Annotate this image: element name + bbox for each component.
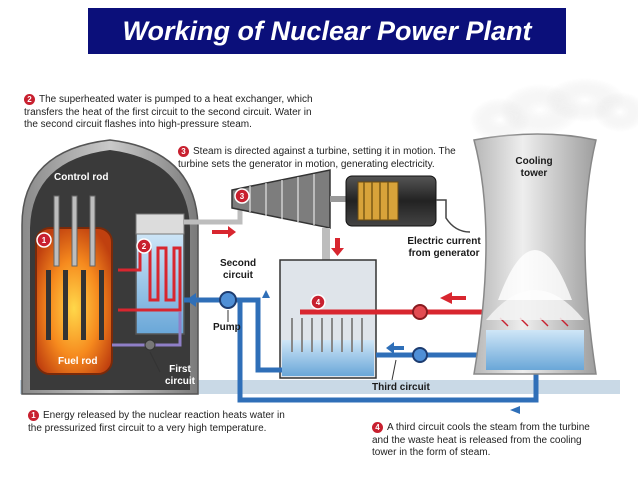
control-rods [53, 195, 96, 267]
label-electric-current-line2: from generator [408, 248, 480, 259]
step-4-badge: 4 [372, 422, 383, 433]
label-electric-current: Electric current from generator [402, 236, 486, 260]
label-cooling-tower-line2: tower [520, 168, 548, 179]
marker-2-text: 2 [142, 242, 147, 251]
label-cooling-tower: Cooling tower [506, 156, 562, 180]
label-electric-current-line1: Electric current [407, 236, 481, 247]
condenser-tubes [291, 318, 363, 352]
marker-4-text: 4 [316, 298, 321, 307]
label-control-rod: Control rod [54, 172, 109, 183]
pump [219, 291, 237, 309]
label-second-circuit: Second circuit [216, 258, 260, 282]
first-circuit-pipe [112, 312, 182, 347]
page-title: Working of Nuclear Power Plant [88, 8, 566, 54]
label-pump: Pump [213, 322, 241, 333]
marker-3: 3 [234, 188, 250, 204]
step-2-text: The superheated water is pumped to a hea… [24, 94, 313, 130]
marker-3-text: 3 [240, 192, 245, 201]
fuel-rods [46, 270, 104, 340]
label-first-circuit: First circuit [160, 364, 200, 388]
step-1-text: Energy released by the nuclear reaction … [28, 410, 285, 434]
label-second-circuit-line1: Second [219, 258, 257, 269]
label-first-circuit-line2: circuit [164, 376, 195, 387]
label-first-circuit-line1: First [169, 364, 191, 375]
steam-plume [470, 78, 638, 142]
step-3-badge: 3 [178, 146, 189, 157]
marker-1: 1 [36, 232, 52, 248]
step-2-badge: 2 [24, 94, 35, 105]
marker-4: 4 [310, 294, 326, 310]
step-3-text: Steam is directed against a turbine, set… [178, 146, 456, 170]
step-4-text: A third circuit cools the steam from the… [372, 422, 590, 458]
marker-1-text: 1 [42, 236, 47, 245]
label-cooling-tower-line1: Cooling [515, 156, 553, 167]
label-third-circuit: Third circuit [372, 382, 430, 393]
label-second-circuit-line2: circuit [222, 270, 253, 281]
step-1-badge: 1 [28, 410, 39, 421]
label-fuel-rod: Fuel rod [58, 356, 98, 367]
marker-2: 2 [136, 238, 152, 254]
